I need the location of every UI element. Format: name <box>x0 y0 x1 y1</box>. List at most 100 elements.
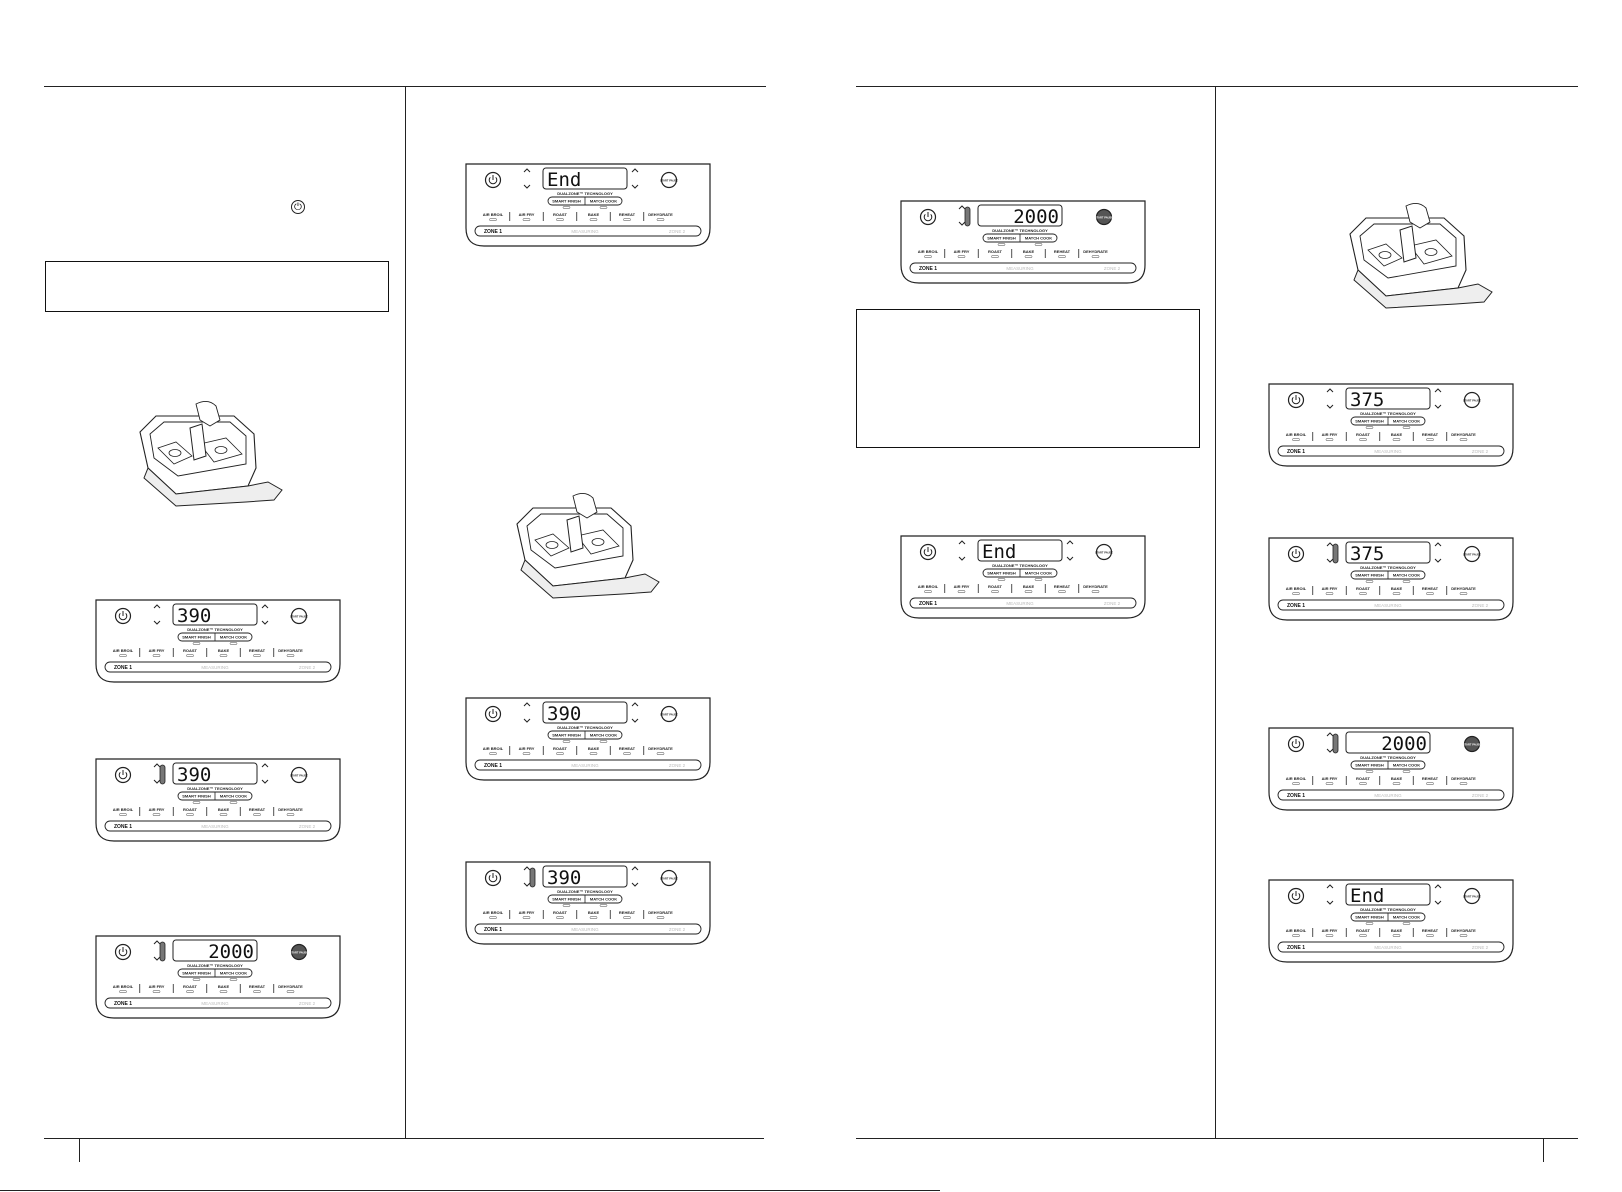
function-indicator <box>1426 592 1434 595</box>
temp-up-arrow-icon <box>1434 542 1442 547</box>
zone-1-label: ZONE 1 <box>114 665 132 671</box>
function-label: DEHYDRATE <box>648 746 673 751</box>
function-indicator <box>656 218 665 221</box>
function-label: REHEAT <box>1054 249 1071 254</box>
function-label: ROAST <box>183 807 198 812</box>
smart-finish-label: SMART FINISH <box>987 571 1016 576</box>
function-label: AIR BROIL <box>1286 928 1307 933</box>
function-label: AIR BROIL <box>483 212 504 217</box>
function-indicator <box>522 218 531 221</box>
zone-middle-label: MEASURING <box>571 229 599 234</box>
display-window <box>542 167 628 190</box>
function-indicator <box>1392 438 1401 441</box>
zone-1-label: ZONE 1 <box>1287 793 1305 799</box>
function-indicator <box>119 813 127 816</box>
function-label: BAKE <box>588 910 600 915</box>
basket-illustration-3 <box>1346 200 1496 310</box>
display-window <box>1345 541 1431 564</box>
zone-1-label: ZONE 1 <box>484 927 502 933</box>
function-label: REHEAT <box>249 807 266 812</box>
zone-1-label: ZONE 1 <box>484 763 502 769</box>
function-indicator <box>1359 438 1367 441</box>
match-cook-indicator <box>229 978 238 981</box>
function-label: DEHYDRATE <box>278 984 303 989</box>
function-label: AIR FRY <box>519 746 535 751</box>
time-up-arrow-icon <box>958 540 966 545</box>
function-indicator <box>1292 592 1300 595</box>
zone-1-label: ZONE 1 <box>1287 945 1305 951</box>
function-indicator <box>1325 934 1334 937</box>
function-label: DEHYDRATE <box>648 212 673 217</box>
function-indicator <box>152 813 161 816</box>
function-label: AIR FRY <box>1322 776 1338 781</box>
temp-up-arrow-icon <box>631 168 639 173</box>
basket-illustration-1 <box>136 398 286 508</box>
function-indicator <box>253 654 261 657</box>
zone-middle-label: MEASURING <box>1006 266 1034 271</box>
time-up-arrow-icon <box>523 168 531 173</box>
function-indicator <box>556 752 564 755</box>
smart-finish-label: SMART FINISH <box>552 897 581 902</box>
temp-up-arrow-icon <box>631 702 639 707</box>
basket-inner-wall <box>526 513 624 569</box>
temperature-bar-icon <box>964 206 971 227</box>
zone-middle-label: MEASURING <box>201 665 229 670</box>
technology-label: DUALZONE™ TECHNOLOGY <box>557 725 613 730</box>
function-label: BAKE <box>218 984 230 989</box>
start-pause-label: START PAUSE <box>1463 895 1481 899</box>
temp-down-arrow-icon <box>1434 558 1442 563</box>
zone-bar <box>1277 445 1505 457</box>
temp-up-arrow-icon <box>1434 388 1442 393</box>
match-cook-label: MATCH COOK <box>590 897 617 902</box>
display-readout: 390 <box>547 867 581 889</box>
function-label: DEHYDRATE <box>1083 249 1108 254</box>
function-label: AIR BROIL <box>113 984 134 989</box>
function-indicator <box>924 255 932 258</box>
temp-down-arrow-icon <box>1066 556 1074 561</box>
zone-middle-label: MEASURING <box>1374 603 1402 608</box>
crisper-plate-left <box>534 533 570 557</box>
smart-finish-indicator <box>1365 922 1374 925</box>
time-down-arrow-icon <box>153 779 161 784</box>
hand-icon <box>195 401 221 427</box>
function-label: AIR BROIL <box>1286 432 1307 437</box>
hand-icon <box>572 493 598 519</box>
function-label: BAKE <box>1023 249 1035 254</box>
technology-label: DUALZONE™ TECHNOLOGY <box>1360 755 1416 760</box>
function-label: DEHYDRATE <box>278 648 303 653</box>
crisper-plate-right <box>1409 239 1453 265</box>
display-readout: 2000 <box>1381 733 1427 755</box>
match-cook-label: MATCH COOK <box>590 733 617 738</box>
time-down-arrow-icon <box>523 718 531 723</box>
display-readout: 375 <box>1350 543 1384 565</box>
display-readout: 2000 <box>1013 206 1059 228</box>
zone-1-label: ZONE 1 <box>1287 603 1305 609</box>
time-up-arrow-icon <box>958 205 966 210</box>
start-pause-label: START PAUSE <box>660 713 678 717</box>
start-pause-label: START PAUSE <box>660 179 678 183</box>
zone-1-label: ZONE 1 <box>114 824 132 830</box>
match-cook-indicator <box>1402 580 1411 583</box>
smart-finish-indicator <box>1365 770 1374 773</box>
time-up-arrow-icon <box>153 604 161 609</box>
function-indicator <box>589 218 598 221</box>
function-label: ROAST <box>553 212 568 217</box>
zone-2-label: ZONE 2 <box>299 665 316 670</box>
function-label: AIR BROIL <box>113 648 134 653</box>
match-cook-label: MATCH COOK <box>220 635 247 640</box>
time-down-arrow-icon <box>1326 900 1334 905</box>
function-label: BAKE <box>1391 432 1403 437</box>
zone-bar <box>104 997 332 1009</box>
function-indicator <box>152 654 161 657</box>
match-cook-label: MATCH COOK <box>1025 571 1052 576</box>
function-label: DEHYDRATE <box>1451 928 1476 933</box>
function-label: REHEAT <box>1422 776 1439 781</box>
temperature-bar-icon <box>159 764 166 785</box>
display-readout: 2000 <box>208 941 254 963</box>
power-icon: ⏻ <box>291 200 305 214</box>
page-corner-mark-left <box>79 1138 80 1162</box>
function-indicator <box>522 752 531 755</box>
function-label: REHEAT <box>619 746 636 751</box>
